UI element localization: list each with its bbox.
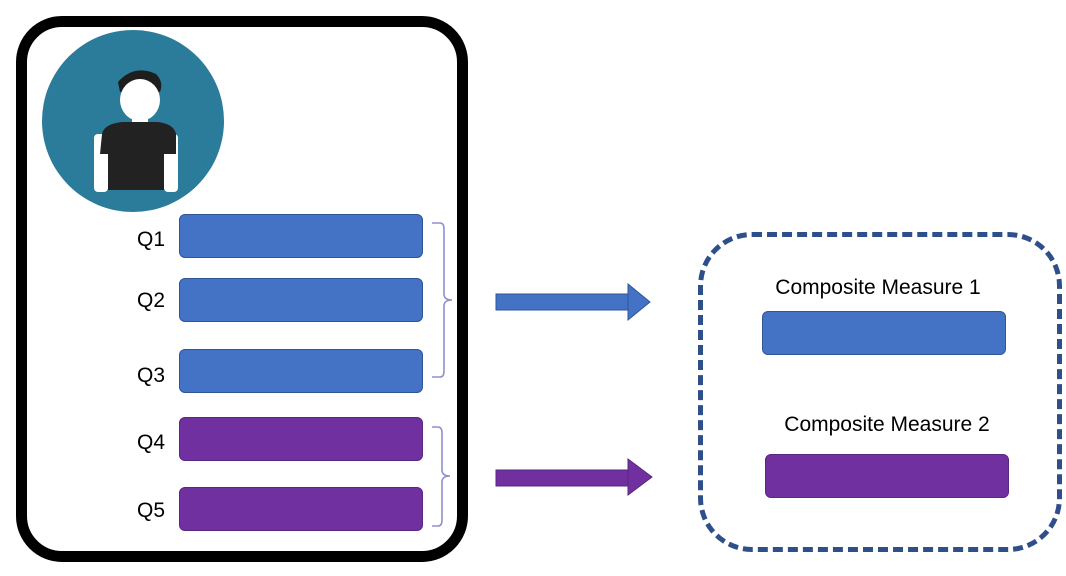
avatar <box>42 30 224 212</box>
composite-measures-box <box>698 232 1062 552</box>
composite-label-1: Composite Measure 1 <box>775 276 981 299</box>
person-icon <box>94 70 178 192</box>
arrow-right-icon-2 <box>495 458 653 496</box>
question-bar-q3 <box>179 349 423 393</box>
brace-icon-group1 <box>432 222 453 378</box>
question-label-q1: Q1 <box>137 228 166 251</box>
question-label-q2: Q2 <box>137 289 166 312</box>
question-label-q4: Q4 <box>137 431 166 454</box>
composite-bar-1 <box>762 311 1006 355</box>
arrow-right-icon-1 <box>495 282 651 322</box>
question-label-q3: Q3 <box>137 364 166 387</box>
question-bar-q2 <box>179 278 423 322</box>
question-label-q5: Q5 <box>137 499 166 522</box>
question-bar-q4 <box>179 417 423 461</box>
question-bar-q1 <box>179 214 423 258</box>
question-bar-q5 <box>179 487 423 531</box>
composite-label-2: Composite Measure 2 <box>784 413 990 436</box>
brace-icon-group2 <box>432 426 451 527</box>
composite-bar-2 <box>765 454 1009 498</box>
respondent-panel <box>16 16 468 562</box>
